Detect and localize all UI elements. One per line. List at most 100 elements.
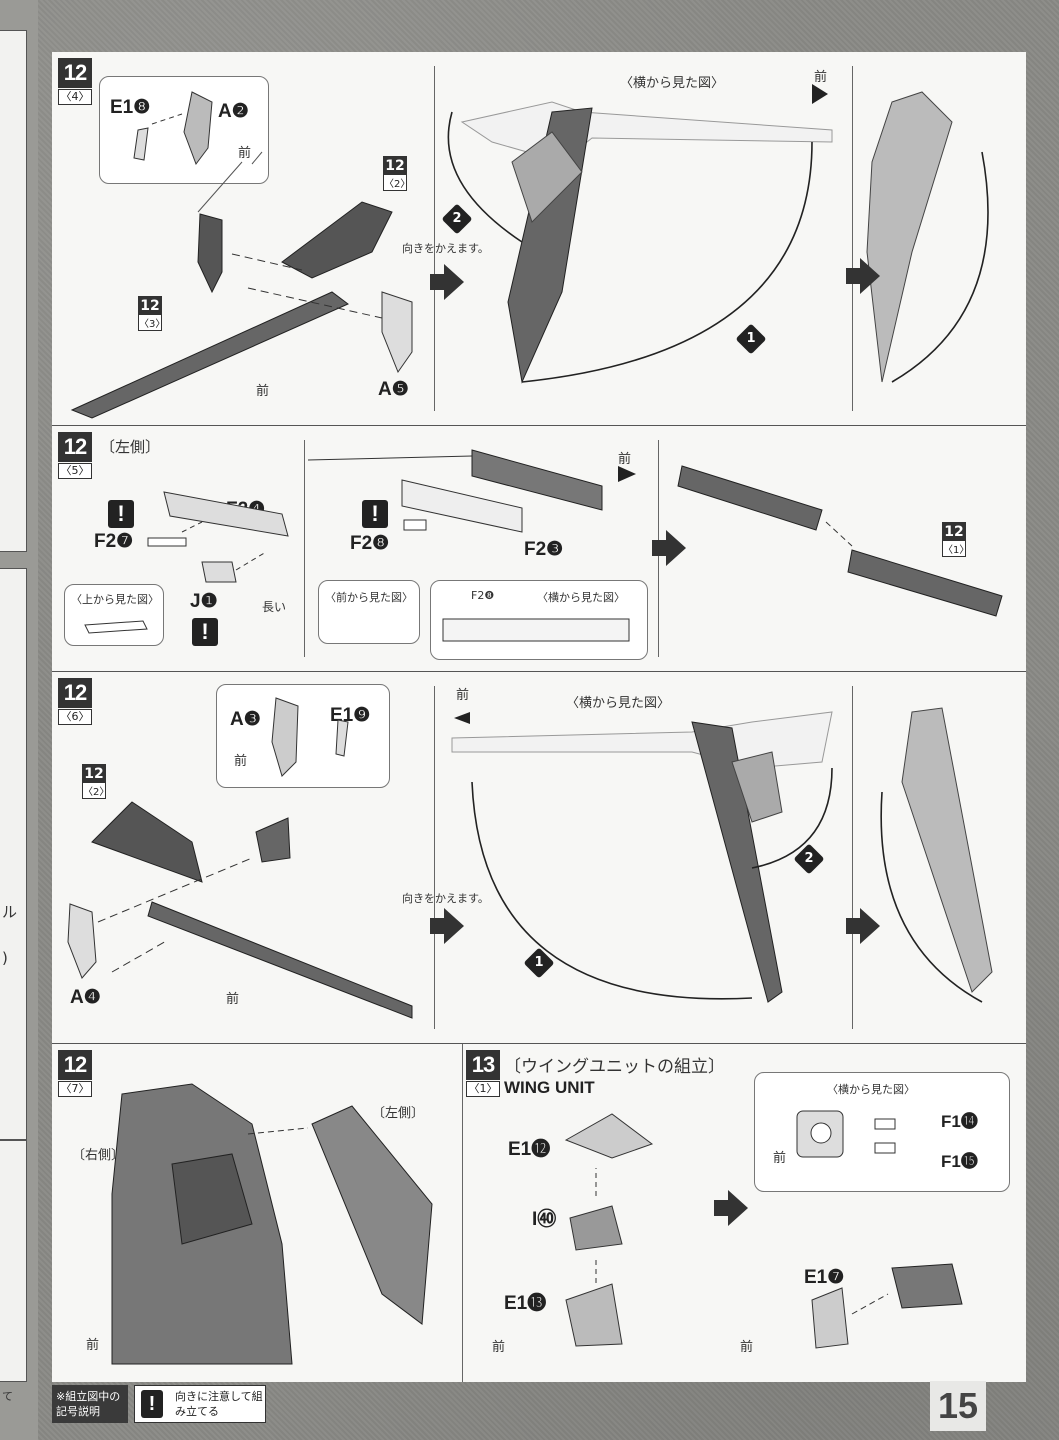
length-note: 長い [262, 600, 287, 614]
front-label: 前 [238, 146, 252, 161]
legend-caution-note: 向きに注意して組み立てる [175, 1390, 263, 1418]
side-view-label: 〈横から見た図〉 [827, 1083, 915, 1096]
part-label: A❺ [378, 379, 409, 400]
step-12-5-panel: 12 〈5〉 〔左側〕 ! F2❹ F2❼ J❶ 長い ! 〈上から見た図〉 !… [52, 426, 1026, 672]
page-number: 15 [930, 1381, 986, 1431]
front-label: 前 [234, 754, 248, 769]
caution-icon: ! [108, 500, 134, 528]
order-marker: 1 [523, 947, 555, 979]
section-heading-english: WING UNIT [504, 1078, 595, 1097]
assembly-drawing [564, 1113, 963, 1349]
step-number: 12 [58, 1050, 92, 1080]
side-label: 〔左側〕 [372, 1106, 425, 1121]
side-view-label: 〈横から見た図〉 [537, 591, 625, 604]
next-arrow [430, 908, 464, 944]
legend-caution-box: ! 向きに注意して組み立てる [134, 1385, 266, 1423]
top-view-sketch [84, 620, 148, 634]
rotation-drawing [451, 707, 993, 1003]
reference-tag: 12〈2〉 [82, 764, 110, 799]
caution-icon: ! [141, 1390, 163, 1418]
panel-divider [852, 686, 853, 1029]
substep-number: 〈1〉 [466, 1081, 500, 1097]
step-number: 12 [58, 432, 92, 462]
step-12-7-and-13-1-panel: 12 〈7〉 〔右側〕 〔左側〕 前 13 〈1〉 〔ウイングユニットの組立〕 … [52, 1044, 1026, 1382]
next-arrow [846, 908, 880, 944]
substep-number: 〈5〉 [58, 463, 92, 479]
substep-number: 〈4〉 [58, 89, 92, 105]
previous-page-edge: ル ) て [0, 0, 38, 1440]
turn-note: 向きをかえます。 [402, 242, 489, 255]
part-label: I㊵ [532, 1209, 557, 1230]
part-label: E1❽ [110, 97, 151, 118]
part-label: A❹ [70, 987, 101, 1008]
part-label: A❸ [230, 709, 261, 730]
order-marker: 2 [441, 203, 473, 235]
front-label: 前 [456, 688, 470, 703]
part-label: E1⓭ [504, 1293, 547, 1314]
substep-number: 〈6〉 [58, 709, 92, 725]
next-arrow [846, 258, 880, 294]
panel-divider [434, 686, 435, 1029]
side-view-label: 〈横から見た図〉 [566, 696, 671, 711]
panel-divider [852, 66, 853, 411]
assembly-drawing [147, 491, 289, 583]
previous-page-text: ) [2, 949, 8, 967]
side-heading: 〔左側〕 [100, 438, 161, 456]
part-label: F1⓮ [941, 1112, 978, 1131]
step-12-6-panel: 12 〈6〉 A❸ E1❾ 前 12〈2〉 A❹ 前 向きをかえます。 前 〈横… [52, 672, 1026, 1044]
front-view-label: 〈前から見た図〉 [325, 591, 413, 604]
step-number: 12 [58, 58, 92, 88]
part-label: F2❸ [524, 539, 564, 560]
side-view-sketch [442, 618, 630, 642]
next-arrow [714, 1190, 748, 1226]
part-label: F2❼ [94, 531, 134, 552]
front-label: 前 [492, 1340, 506, 1355]
previous-page-card [0, 1140, 27, 1382]
previous-page-text: ル [2, 903, 18, 921]
front-label: 前 [814, 70, 828, 85]
part-label: E1❼ [804, 1267, 845, 1288]
front-label: 前 [256, 384, 270, 399]
step-12-4-panel: 12 〈4〉 E1❽ A❷ 前 12〈2〉 12〈3〉 A❺ 前 向きをかえます… [52, 52, 1026, 426]
front-label: 前 [773, 1151, 787, 1166]
front-label: 前 [618, 452, 632, 467]
turn-note: 向きをかえます。 [402, 892, 489, 905]
side-label: 〔右側〕 [72, 1148, 125, 1163]
front-label: 前 [86, 1338, 100, 1353]
reference-tag: 12〈1〉 [942, 522, 970, 557]
top-view-label: 〈上から見た図〉 [71, 593, 159, 606]
front-label: 前 [226, 992, 240, 1007]
part-label: E1⓬ [508, 1139, 551, 1160]
front-label: 前 [740, 1340, 754, 1355]
order-marker: 1 [735, 323, 767, 355]
legend-title: ※組立図中の記号説明 [56, 1390, 121, 1418]
substep-number: 〈7〉 [58, 1081, 92, 1097]
part-label: F1⓯ [941, 1152, 978, 1171]
assembly-drawing [111, 1083, 433, 1365]
step-number: 13 [466, 1050, 500, 1080]
part-label: F2❽ [471, 589, 495, 602]
detail-callout [216, 684, 390, 788]
assembly-drawing [67, 697, 413, 1019]
previous-page-text: て [2, 1390, 13, 1403]
assembly-drawing [307, 449, 636, 533]
legend-title-box: ※組立図中の記号説明 [52, 1385, 128, 1423]
previous-page-card [0, 30, 27, 552]
side-view-callout: F2❽ 〈横から見た図〉 [430, 580, 648, 660]
side-view-sketch [796, 1110, 896, 1158]
order-marker: 2 [793, 843, 825, 875]
top-view-callout: 〈上から見た図〉 [64, 584, 164, 646]
instruction-page: 12 〈4〉 E1❽ A❷ 前 12〈2〉 12〈3〉 A❺ 前 向きをかえます… [52, 52, 1026, 1382]
reference-tag: 12〈2〉 [383, 156, 411, 191]
side-view-label: 〈横から見た図〉 [620, 76, 725, 91]
panel-divider [304, 440, 305, 657]
part-label: A❷ [218, 101, 249, 122]
side-view-callout: 〈横から見た図〉 F1⓮ F1⓯ 前 [754, 1072, 1010, 1192]
part-label: F2❽ [350, 533, 390, 554]
front-view-callout: 〈前から見た図〉 [318, 580, 420, 644]
rotation-drawing [447, 84, 989, 384]
step-number: 12 [58, 678, 92, 708]
previous-page-card: ル ) [0, 568, 27, 1140]
part-label: J❶ [190, 591, 218, 612]
assembly-drawing [677, 465, 1003, 617]
